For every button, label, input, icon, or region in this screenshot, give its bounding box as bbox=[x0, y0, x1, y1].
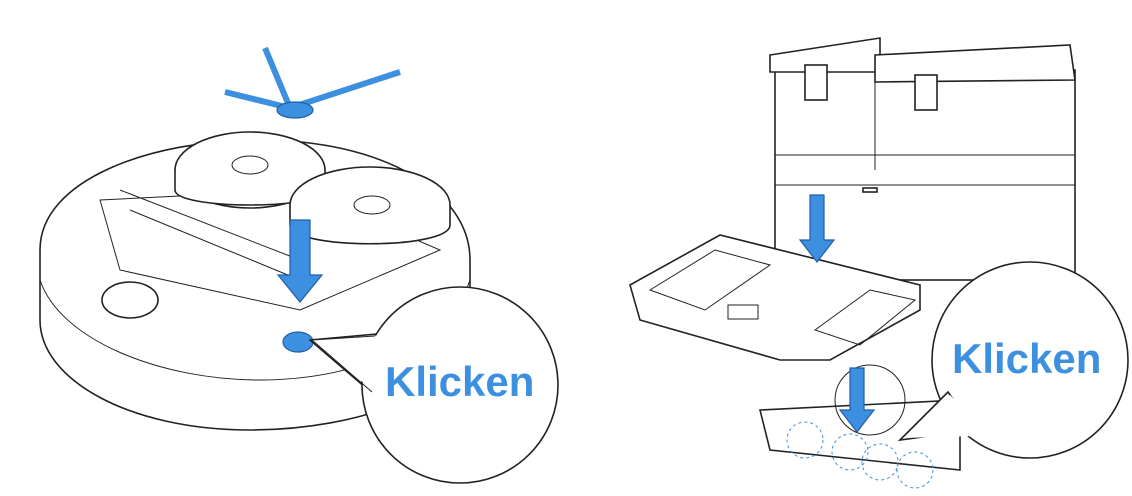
click-indicators bbox=[786, 421, 934, 489]
arrow-down-icon bbox=[798, 194, 836, 263]
callout-circle bbox=[361, 286, 559, 484]
callout-label-left: Klicken bbox=[385, 358, 535, 405]
callout-circle bbox=[931, 261, 1129, 459]
wash-tray bbox=[629, 234, 921, 361]
roller-brush bbox=[119, 189, 301, 281]
arrow-down-icon bbox=[838, 367, 876, 433]
side-brush bbox=[224, 46, 401, 119]
callout-label-right: Klicken bbox=[952, 335, 1102, 382]
robot-vacuum bbox=[39, 131, 471, 431]
arrow-down-icon bbox=[276, 219, 324, 303]
click-button[interactable] bbox=[282, 331, 314, 353]
